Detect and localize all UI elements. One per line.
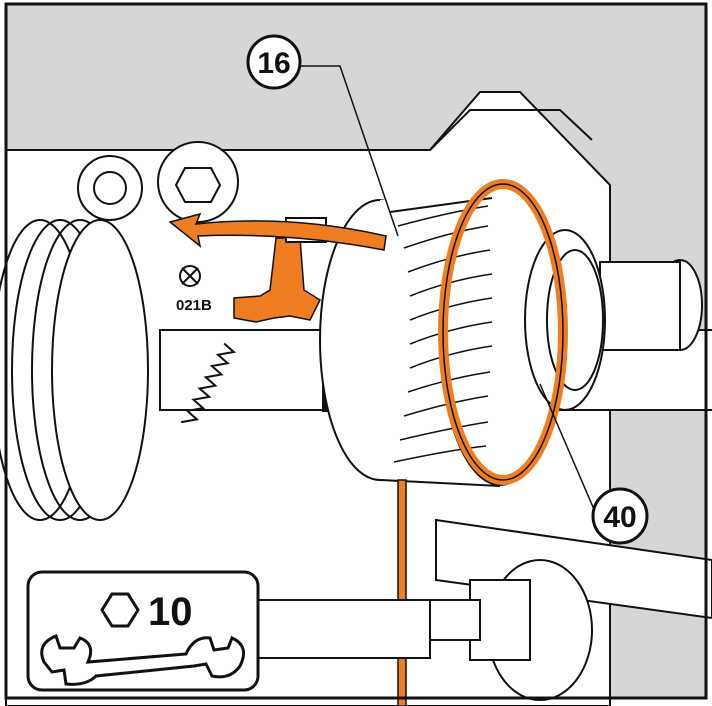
bracket-edge [429,109,593,151]
coil-spring [181,342,237,424]
lower-arm [435,518,712,620]
tool-box: 10 [26,570,260,692]
bracket-bolt-center [157,141,239,223]
left-spring-drum [0,219,149,521]
callout-40: 40 [539,383,649,545]
wrench-size-label: 10 [148,590,193,634]
cable-drum [319,184,606,487]
part-marking-label: 021B [176,297,212,314]
shaft-collar [599,261,681,351]
callout-16-label: 16 [257,47,290,80]
part-marking: 021B [176,265,212,314]
frame-border [4,2,708,700]
hexagon-outline-icon [100,592,140,628]
callout-40-label: 40 [603,501,636,534]
lifting-cable [397,479,407,706]
callout-16: 16 [246,34,399,237]
rotation-arrow [168,212,387,251]
cable-ring-highlight [438,179,568,485]
double-open-end-wrench-icon [40,634,246,686]
bracket-bolt-left [77,155,143,221]
lower-rail [249,599,431,659]
